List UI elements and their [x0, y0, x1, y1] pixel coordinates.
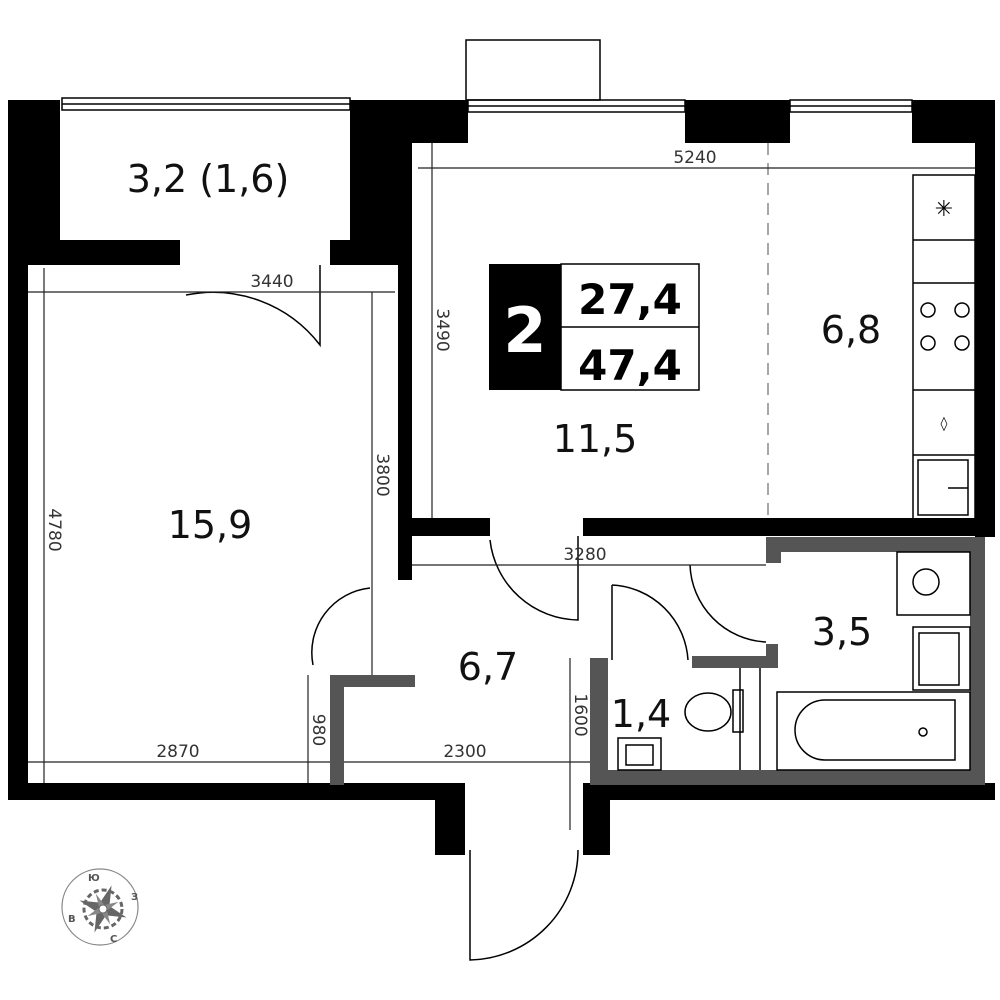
room-area-kitchen: 6,8 — [821, 308, 881, 352]
window-box — [465, 39, 601, 101]
bathroom-sink-icon — [912, 626, 971, 691]
dim-3800: 3800 — [372, 453, 392, 496]
windows — [61, 97, 913, 113]
washing-machine-icon — [896, 551, 971, 616]
room-area-bathroom: 3,5 — [812, 610, 872, 654]
dishwasher-icon: ◊ — [941, 416, 948, 432]
room-count: 2 — [503, 294, 546, 367]
stove-icon — [920, 302, 970, 351]
bathroom-fixtures — [617, 551, 971, 771]
room-area-hall: 6,7 — [458, 645, 518, 689]
exterior-walls — [8, 100, 995, 855]
living-area: 27,4 — [578, 275, 682, 324]
compass-label-s: С — [110, 934, 117, 945]
compass-label-w: В — [68, 914, 76, 925]
dim-4780: 4780 — [44, 508, 64, 551]
room-area-bedroom: 15,9 — [168, 503, 253, 547]
toilet-icon — [684, 692, 732, 732]
dim-980: 980 — [308, 714, 328, 746]
dimension-lines — [28, 143, 975, 830]
fridge-icon: ✳ — [935, 197, 953, 222]
dim-2870: 2870 — [156, 742, 199, 762]
partitions — [330, 537, 985, 785]
compass-label-e: З — [131, 892, 138, 903]
dim-3440: 3440 — [250, 272, 293, 292]
compass-label-n: Ю — [88, 873, 100, 884]
room-area-balcony: 3,2 (1,6) — [127, 157, 290, 201]
total-area: 47,4 — [578, 341, 682, 390]
room-area-wc: 1,4 — [611, 692, 671, 736]
area-badge: 2 27,4 47,4 — [489, 263, 700, 391]
dim-5240: 5240 — [673, 148, 716, 168]
compass-icon: Ю З В С — [61, 868, 139, 946]
kitchen-fixtures: ✳ ◊ — [767, 143, 976, 521]
bathtub-icon — [776, 691, 971, 771]
dim-2300: 2300 — [443, 742, 486, 762]
dim-3280: 3280 — [563, 545, 606, 565]
dim-1600: 1600 — [570, 693, 590, 736]
room-area-living: 11,5 — [553, 417, 638, 461]
dim-3490: 3490 — [432, 308, 452, 351]
wc-sink-icon — [617, 737, 662, 771]
